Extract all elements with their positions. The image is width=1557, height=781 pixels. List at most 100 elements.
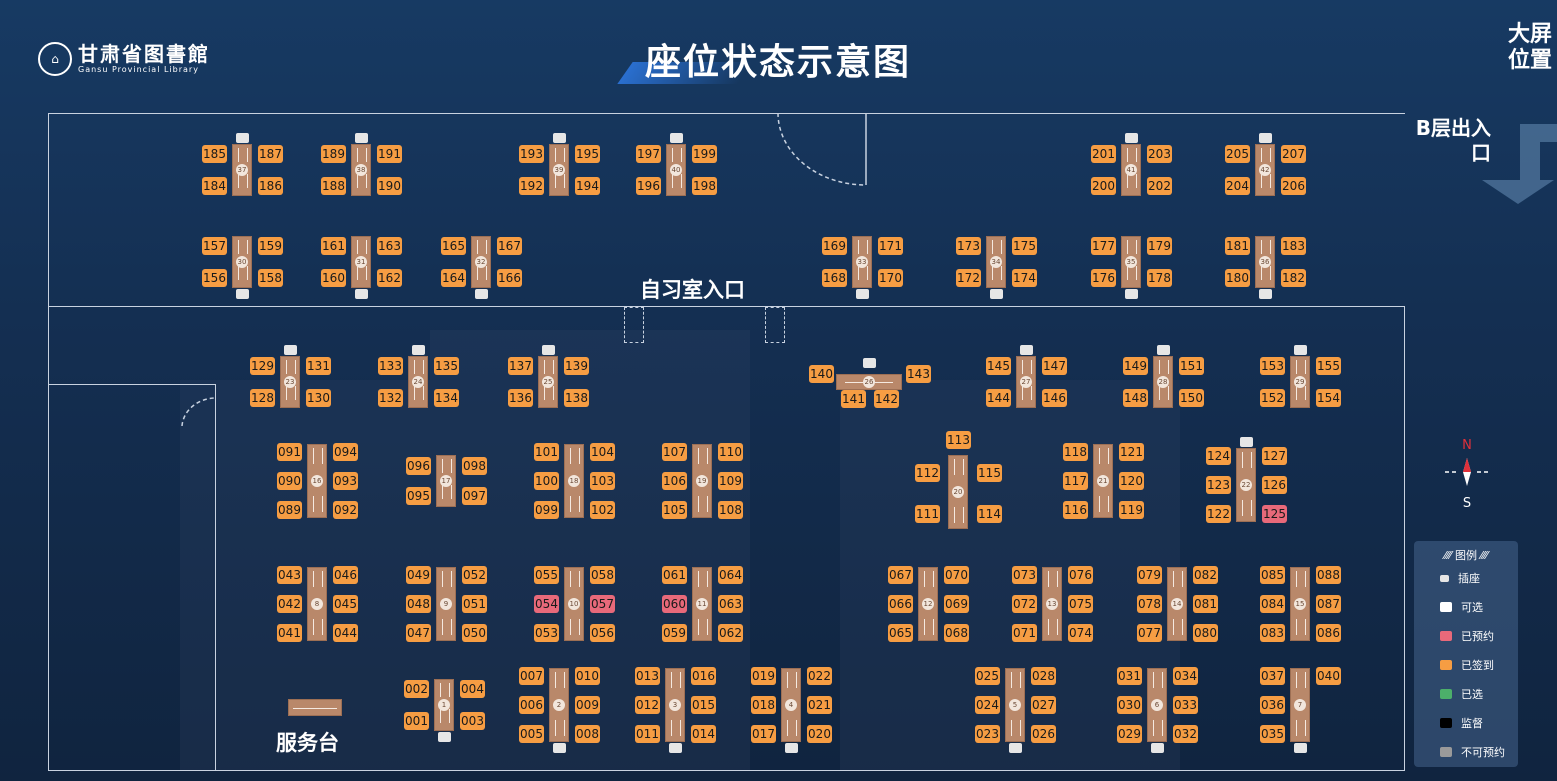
seat-030[interactable]: 030	[1117, 696, 1142, 714]
seat-173[interactable]: 173	[956, 237, 981, 255]
seat-017[interactable]: 017	[751, 725, 776, 743]
seat-014[interactable]: 014	[691, 725, 716, 743]
seat-054[interactable]: 054	[534, 595, 559, 613]
seat-147[interactable]: 147	[1042, 357, 1067, 375]
seat-154[interactable]: 154	[1316, 389, 1341, 407]
seat-207[interactable]: 207	[1281, 145, 1306, 163]
seat-034[interactable]: 034	[1173, 667, 1198, 685]
seat-203[interactable]: 203	[1147, 145, 1172, 163]
seat-041[interactable]: 041	[277, 624, 302, 642]
seat-194[interactable]: 194	[575, 177, 600, 195]
seat-035[interactable]: 035	[1260, 725, 1285, 743]
seat-117[interactable]: 117	[1063, 472, 1088, 490]
seat-119[interactable]: 119	[1119, 501, 1144, 519]
seat-113[interactable]: 113	[946, 431, 971, 449]
seat-100[interactable]: 100	[534, 472, 559, 490]
seat-025[interactable]: 025	[975, 667, 1000, 685]
seat-150[interactable]: 150	[1179, 389, 1204, 407]
seat-105[interactable]: 105	[662, 501, 687, 519]
seat-133[interactable]: 133	[378, 357, 403, 375]
seat-180[interactable]: 180	[1225, 269, 1250, 287]
seat-090[interactable]: 090	[277, 472, 302, 490]
seat-112[interactable]: 112	[915, 464, 940, 482]
seat-093[interactable]: 093	[333, 472, 358, 490]
seat-086[interactable]: 086	[1316, 624, 1341, 642]
seat-043[interactable]: 043	[277, 566, 302, 584]
seat-089[interactable]: 089	[277, 501, 302, 519]
seat-068[interactable]: 068	[944, 624, 969, 642]
seat-050[interactable]: 050	[462, 624, 487, 642]
seat-042[interactable]: 042	[277, 595, 302, 613]
seat-104[interactable]: 104	[590, 443, 615, 461]
seat-197[interactable]: 197	[636, 145, 661, 163]
seat-087[interactable]: 087	[1316, 595, 1341, 613]
seat-056[interactable]: 056	[590, 624, 615, 642]
seat-058[interactable]: 058	[590, 566, 615, 584]
seat-097[interactable]: 097	[462, 487, 487, 505]
seat-033[interactable]: 033	[1173, 696, 1198, 714]
seat-040[interactable]: 040	[1316, 667, 1341, 685]
seat-151[interactable]: 151	[1179, 357, 1204, 375]
seat-153[interactable]: 153	[1260, 357, 1285, 375]
seat-052[interactable]: 052	[462, 566, 487, 584]
seat-195[interactable]: 195	[575, 145, 600, 163]
seat-131[interactable]: 131	[306, 357, 331, 375]
seat-037[interactable]: 037	[1260, 667, 1285, 685]
seat-184[interactable]: 184	[202, 177, 227, 195]
seat-046[interactable]: 046	[333, 566, 358, 584]
seat-111[interactable]: 111	[915, 505, 940, 523]
seat-178[interactable]: 178	[1147, 269, 1172, 287]
seat-118[interactable]: 118	[1063, 443, 1088, 461]
seat-181[interactable]: 181	[1225, 237, 1250, 255]
seat-108[interactable]: 108	[718, 501, 743, 519]
seat-192[interactable]: 192	[519, 177, 544, 195]
seat-010[interactable]: 010	[575, 667, 600, 685]
seat-051[interactable]: 051	[462, 595, 487, 613]
seat-099[interactable]: 099	[534, 501, 559, 519]
seat-077[interactable]: 077	[1137, 624, 1162, 642]
seat-015[interactable]: 015	[691, 696, 716, 714]
seat-074[interactable]: 074	[1068, 624, 1093, 642]
seat-127[interactable]: 127	[1262, 447, 1287, 465]
seat-138[interactable]: 138	[564, 389, 589, 407]
seat-021[interactable]: 021	[807, 696, 832, 714]
seat-072[interactable]: 072	[1012, 595, 1037, 613]
seat-176[interactable]: 176	[1091, 269, 1116, 287]
seat-204[interactable]: 204	[1225, 177, 1250, 195]
seat-139[interactable]: 139	[564, 357, 589, 375]
seat-071[interactable]: 071	[1012, 624, 1037, 642]
seat-008[interactable]: 008	[575, 725, 600, 743]
seat-103[interactable]: 103	[590, 472, 615, 490]
seat-075[interactable]: 075	[1068, 595, 1093, 613]
seat-084[interactable]: 084	[1260, 595, 1285, 613]
seat-182[interactable]: 182	[1281, 269, 1306, 287]
seat-128[interactable]: 128	[250, 389, 275, 407]
seat-125[interactable]: 125	[1262, 505, 1287, 523]
seat-006[interactable]: 006	[519, 696, 544, 714]
seat-083[interactable]: 083	[1260, 624, 1285, 642]
seat-187[interactable]: 187	[258, 145, 283, 163]
seat-023[interactable]: 023	[975, 725, 1000, 743]
seat-132[interactable]: 132	[378, 389, 403, 407]
seat-076[interactable]: 076	[1068, 566, 1093, 584]
seat-055[interactable]: 055	[534, 566, 559, 584]
seat-106[interactable]: 106	[662, 472, 687, 490]
seat-177[interactable]: 177	[1091, 237, 1116, 255]
seat-188[interactable]: 188	[321, 177, 346, 195]
seat-028[interactable]: 028	[1031, 667, 1056, 685]
seat-004[interactable]: 004	[460, 680, 485, 698]
seat-066[interactable]: 066	[888, 595, 913, 613]
seat-116[interactable]: 116	[1063, 501, 1088, 519]
seat-019[interactable]: 019	[751, 667, 776, 685]
seat-134[interactable]: 134	[434, 389, 459, 407]
seat-165[interactable]: 165	[441, 237, 466, 255]
seat-123[interactable]: 123	[1206, 476, 1231, 494]
seat-115[interactable]: 115	[977, 464, 1002, 482]
seat-172[interactable]: 172	[956, 269, 981, 287]
seat-189[interactable]: 189	[321, 145, 346, 163]
seat-045[interactable]: 045	[333, 595, 358, 613]
seat-162[interactable]: 162	[377, 269, 402, 287]
seat-057[interactable]: 057	[590, 595, 615, 613]
seat-152[interactable]: 152	[1260, 389, 1285, 407]
seat-064[interactable]: 064	[718, 566, 743, 584]
